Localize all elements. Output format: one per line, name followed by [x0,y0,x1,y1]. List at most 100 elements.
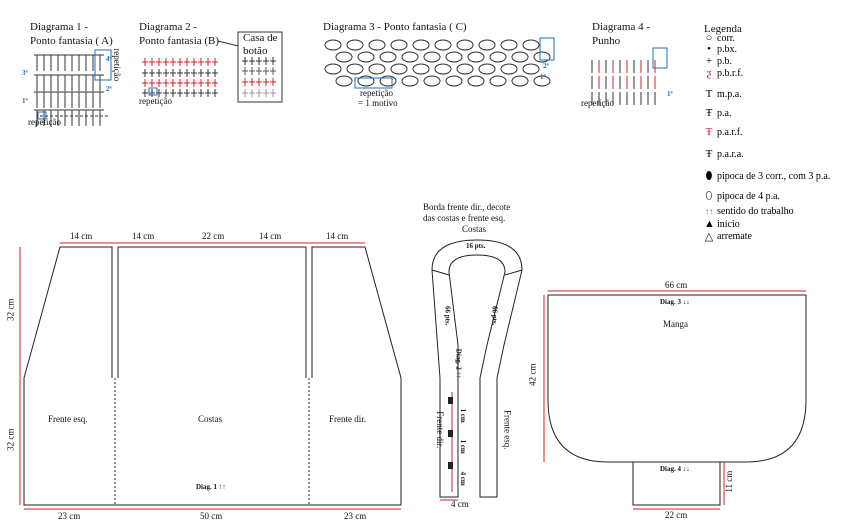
popcorn-mark [401,51,419,63]
stitch-mark [184,69,190,77]
diagram-1-title: Diagrama 1 - [30,21,89,33]
band-title-2: das costas e frente esq. [423,213,506,223]
stitch-mark [249,57,255,65]
stitch-mark [156,58,162,66]
stitch-mark [149,69,155,77]
stitch-mark [205,79,211,87]
popcorn-mark [478,39,496,51]
stitch-mark [270,89,276,97]
diagram-ref: Diag. 1 ↑↑ [196,483,226,491]
popcorn-mark [357,51,375,63]
popcorn-mark [346,63,364,75]
stitch-mark [198,69,204,77]
diagram-ref: Diag. 2 ↑↑ [454,348,463,379]
front-right-piece [23,246,402,506]
sleeve-piece [547,294,807,463]
diagram-4-subtitle: Punho [592,35,621,47]
stitch-mark [149,58,155,66]
stitch-mark [198,79,204,87]
popcorn-mark [412,63,430,75]
diagram-1-subtitle: Ponto fantasia ( A) [30,35,113,47]
popcorn-mark [456,63,474,75]
popcorn-mark [346,39,364,51]
diagram-ref: Diag. 4 ↓↓ [660,465,690,473]
stitch-mark [149,79,155,87]
band-front-right-label: Frente dir. [435,411,446,449]
band-piece [431,239,523,498]
slip-stitch-icon: • [707,43,711,55]
stitch-mark [212,89,218,97]
popcorn-mark [456,39,474,51]
stitch-mark [212,79,218,87]
band-title: Borda frente dir., decote [423,202,511,212]
popcorn-mark [423,75,441,87]
row-number: 1ª [22,97,28,105]
popcorn-mark [511,51,529,63]
stitch-mark [242,67,248,75]
stitch-mark [170,69,176,77]
popcorn-mark [324,63,342,75]
popcorn-mark [467,75,485,87]
legend-item: ▲início [704,218,740,230]
stitch-mark [256,89,262,97]
diagram-2-subtitle: Ponto fantasia (B) [139,35,220,47]
popcorn-mark [478,63,496,75]
legend-label: p.b.r.f. [717,67,744,79]
direction-arrows-icon: ↑↑ [705,207,713,216]
stitch-mark [263,57,269,65]
chain-icon: ○ [705,32,713,44]
popcorn-mark [467,51,485,63]
legend-item: ○ corr. [704,32,735,44]
legend-label: arremate [717,231,752,242]
stitch-mark [163,89,169,97]
legend-label: corr. [717,32,736,44]
stitch-mark [163,58,169,66]
dimension-label: 32 cm [5,298,16,321]
stitch-mark [177,79,183,87]
stitch-mark [184,89,190,97]
stitch-mark [149,89,155,97]
popcorn-mark [522,63,540,75]
popcorn-mark [500,63,518,75]
front-left-piece [23,246,113,379]
dimension-label: 14 cm [70,231,93,241]
stitch-mark [205,69,211,77]
buttonhole-title: Casa de [243,32,278,44]
legend-item: •p.bx. [704,43,737,55]
dimension-label: 50 cm [200,511,223,521]
dimension-label: 42 cm [527,363,538,386]
popcorn-mark [423,51,441,63]
dimension-label: 22 cm [202,231,225,241]
stitch-mark [270,57,276,65]
diagram-2-title: Diagrama 2 - [139,21,198,33]
stitch-mark [256,57,262,65]
repeat-label: repetição [112,48,123,82]
popcorn-mark [390,63,408,75]
stitch-mark [198,58,204,66]
stitch-mark [142,58,148,66]
legend-label: m.p.a. [717,88,742,100]
stitch-mark [256,78,262,86]
stitch-mark [156,79,162,87]
stitch-mark [242,89,248,97]
popcorn-mark [522,39,540,51]
double-crochet-icon: Ŧ [705,107,713,119]
diagram-2-chart [142,31,283,103]
stitch-mark [270,67,276,75]
popcorn-mark [445,75,463,87]
popcorn-mark [489,51,507,63]
legend-label: início [717,218,740,230]
stitch-mark [249,67,255,75]
spacing-label: 1 cm [458,439,467,454]
stitch-mark [170,79,176,87]
repeat-label: repetição [28,117,61,127]
popcorn-mark [390,39,408,51]
single-crochet-icon: + [705,55,713,67]
popcorn-mark [379,51,397,63]
spacing-label: 1 cm [458,408,467,423]
row-number: 1ª [540,73,546,81]
legend-item: +p.b. [704,55,732,67]
